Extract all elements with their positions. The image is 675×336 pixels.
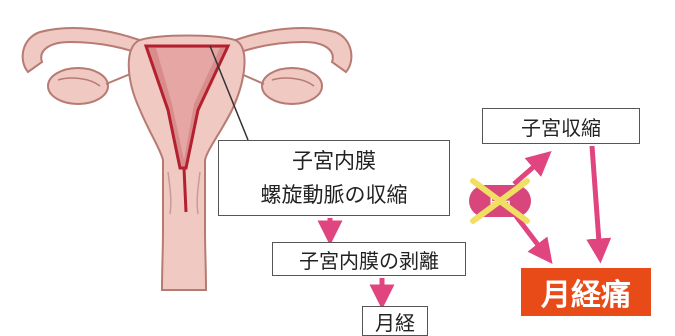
left-ovary — [47, 67, 109, 105]
leader-line — [209, 45, 249, 141]
menstruation-label: 月経 — [375, 310, 415, 335]
arrow-pg-to-contraction — [512, 151, 552, 186]
dysmenorrhea-box: 月経痛 — [521, 268, 651, 316]
menstruation-box: 月経 — [362, 306, 428, 336]
endometrium-box: 子宮内膜 螺旋動脈の収縮 — [218, 140, 450, 216]
spiral-artery-label: 螺旋動脈の収縮 — [260, 183, 408, 207]
arrow-pg-to-pain — [514, 214, 553, 264]
endometrium-detach-label: 子宮内膜の剥離 — [299, 248, 439, 273]
right-fallopian-tube — [224, 27, 353, 74]
uterine-contraction-label: 子宮収縮 — [521, 115, 601, 140]
uterine-contraction-box: 子宮収縮 — [482, 108, 640, 144]
uterus-illustration — [21, 27, 353, 291]
endometrium-detach-box: 子宮内膜の剥離 — [272, 242, 466, 276]
right-ovary — [261, 67, 323, 105]
arrow-contraction-to-pain — [586, 145, 612, 264]
dysmenorrhea-label: 月経痛 — [541, 278, 631, 313]
endometrium-label: 子宮内膜 — [292, 149, 376, 173]
blocked-cross-icon — [470, 178, 530, 224]
left-fallopian-tube — [21, 27, 151, 74]
